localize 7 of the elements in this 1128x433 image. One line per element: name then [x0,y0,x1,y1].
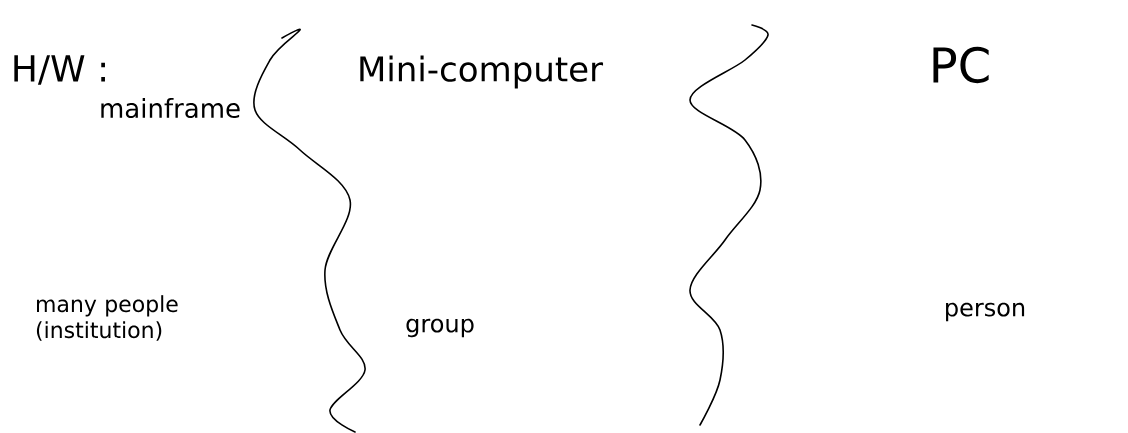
column-heading: mainframe [101,97,240,119]
heading-label: H/W : [14,55,105,85]
description-text: group [406,318,474,338]
column-heading: PC [933,46,989,84]
column-heading: Mini-computer [360,55,604,89]
description-text: many people (institution) [36,295,178,341]
description-text: person [946,302,1025,322]
